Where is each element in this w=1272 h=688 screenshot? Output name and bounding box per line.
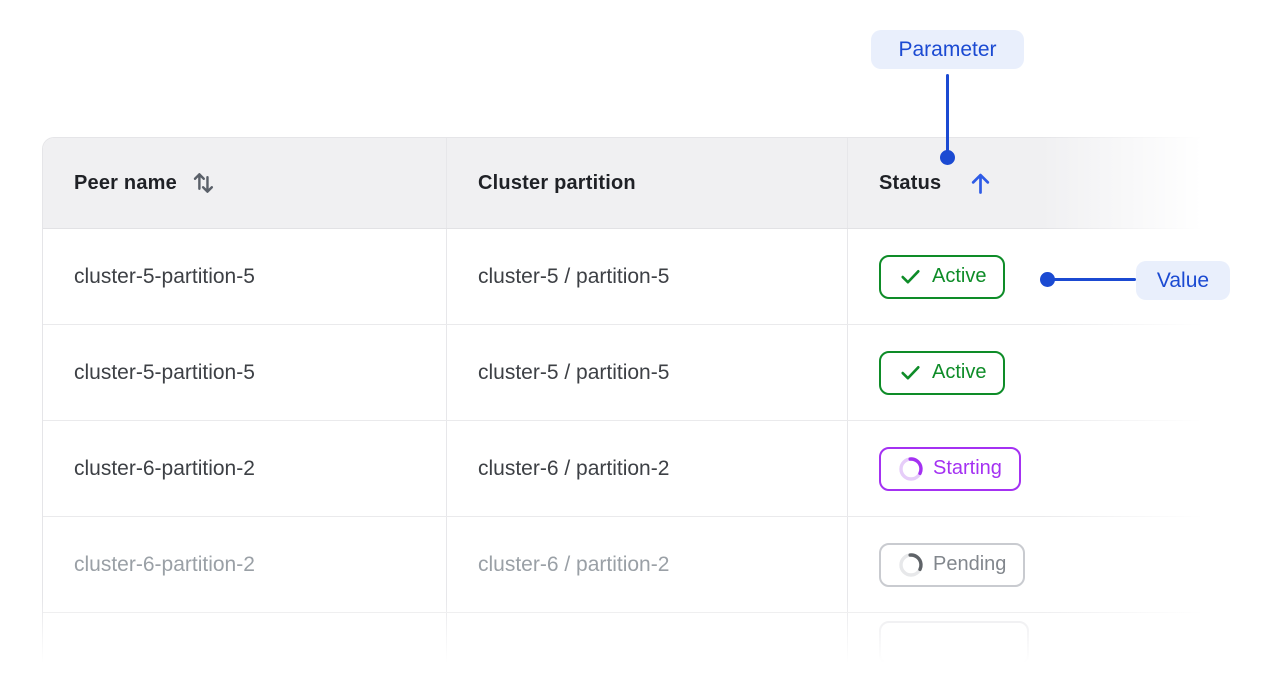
value-callout-pill: Value [1136,261,1230,300]
cell-status: Pending [848,517,1211,612]
cell-peer-name: cluster-5-partition-5 [43,325,447,420]
spinner-icon [899,552,923,577]
cell-cluster-partition [447,613,848,665]
table-row: cluster-5-partition-5 cluster-5 / partit… [43,229,1211,325]
table-header-row: Peer name Cluster partition Status [43,138,1211,229]
value-connector-dot [1040,272,1055,287]
check-icon [901,365,920,380]
cell-cluster-partition: cluster-5 / partition-5 [447,325,848,420]
cell-peer-name [43,613,447,665]
cell-status: Starting [848,421,1211,516]
column-header-status[interactable]: Status [848,138,1211,228]
table-row: cluster-6-partition-2 cluster-6 / partit… [43,517,1211,613]
check-icon [901,269,920,284]
parameter-connector-line [946,74,949,152]
table-row: cluster-5-partition-5 cluster-5 / partit… [43,325,1211,421]
status-badge-active: Active [879,254,1006,299]
cell-peer-name: cluster-6-partition-2 [43,421,447,516]
column-label-status: Status [879,171,942,194]
value-connector-line [1052,278,1136,281]
status-badge-label: Active [932,265,987,287]
sort-both-icon[interactable] [190,168,218,198]
column-header-cluster-partition[interactable]: Cluster partition [447,138,848,228]
value-callout-label: Value [1156,268,1210,292]
sort-ascending-icon[interactable] [967,170,994,197]
status-badge-label: Active [932,361,987,383]
cell-status: Active [848,229,1211,324]
cell-cluster-partition: cluster-6 / partition-2 [447,421,848,516]
cell-peer-name: cluster-6-partition-2 [43,517,447,612]
status-badge-pending: Pending [879,542,1026,587]
parameter-connector-dot [940,150,955,165]
cell-cluster-partition: cluster-5 / partition-5 [447,229,848,324]
cell-cluster-partition: cluster-6 / partition-2 [447,517,848,612]
cell-status [848,613,1211,665]
cell-peer-name: cluster-5-partition-5 [43,229,447,324]
table-row-partial [43,613,1211,665]
status-badge-active: Active [879,350,1006,395]
column-label-peer-name: Peer name [74,171,177,194]
cell-status: Active [848,325,1211,420]
status-badge-label: Starting [933,457,1002,479]
column-header-peer-name[interactable]: Peer name [43,138,447,228]
status-badge-starting: Starting [879,446,1021,491]
column-label-cluster-partition: Cluster partition [478,171,636,194]
spinner-icon [899,456,923,481]
status-badge-ghost [879,621,1029,665]
status-badge-label: Pending [933,553,1007,575]
parameter-callout-label: Parameter [898,37,997,61]
peers-table: Peer name Cluster partition Status clust… [42,137,1212,665]
table-row: cluster-6-partition-2 cluster-6 / partit… [43,421,1211,517]
parameter-callout-pill: Parameter [871,30,1024,69]
